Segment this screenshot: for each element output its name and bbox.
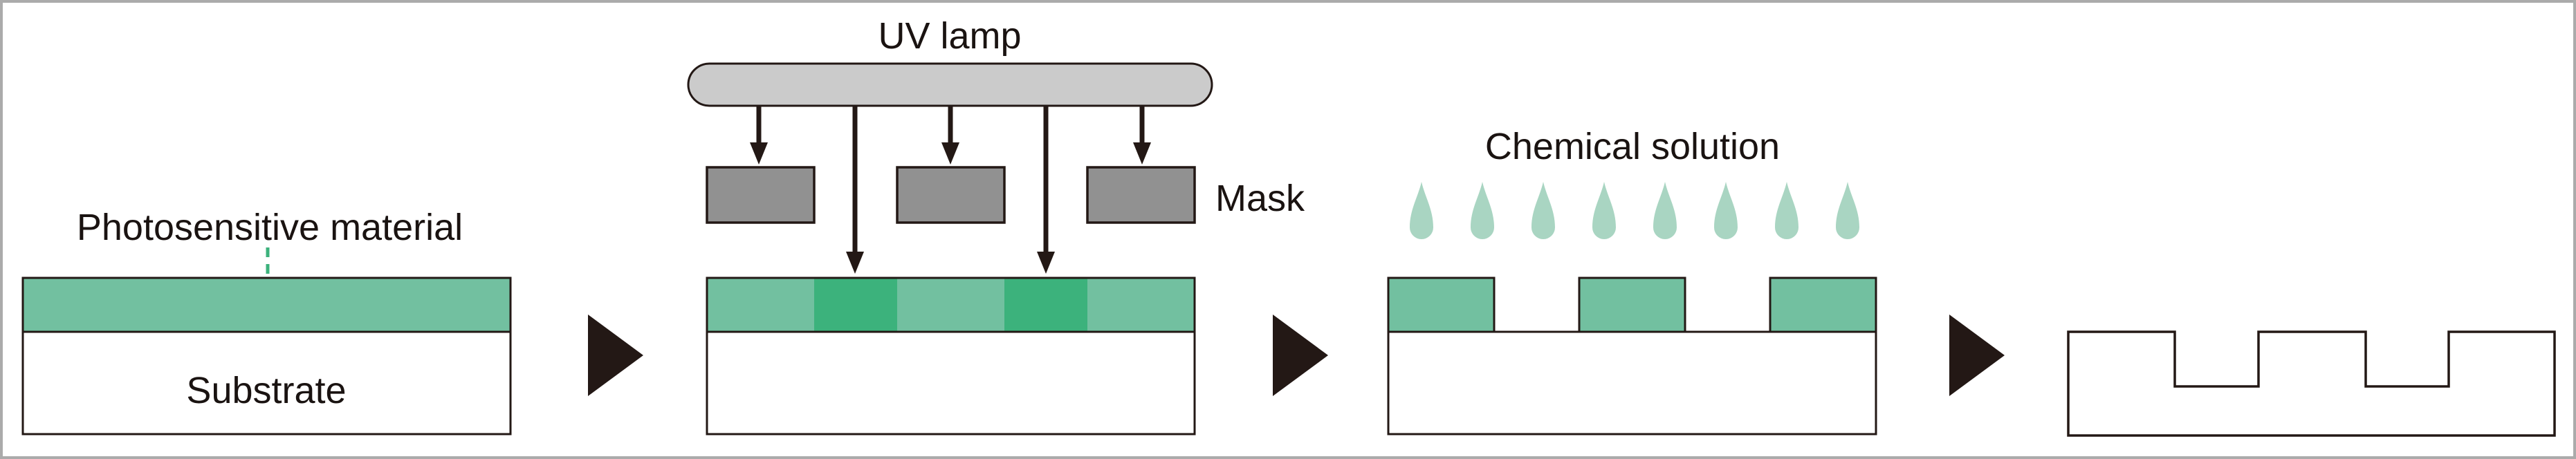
- mask-2: [896, 166, 1006, 224]
- uv-ray-short-1: [750, 106, 768, 165]
- photoresist-layer-2: [706, 277, 1196, 333]
- uv-lamp: [687, 62, 1213, 107]
- uv-ray-short-3: [1133, 106, 1151, 165]
- substrate-1: [21, 330, 512, 435]
- exposed-region-2: [1004, 279, 1087, 331]
- etched-substrate: [2067, 330, 2556, 437]
- resist-island-2: [1578, 277, 1686, 333]
- uv-ray-short-2: [941, 106, 959, 165]
- mask-3: [1086, 166, 1196, 224]
- step-arrow-2-icon: [1273, 315, 1328, 396]
- stage-coating: Photosensitive material Substrate: [21, 207, 512, 435]
- uv-rays: [750, 106, 1151, 274]
- stage-uv-exposure: UV lamp: [687, 15, 1305, 435]
- chemical-solution-label: Chemical solution: [1485, 126, 1780, 167]
- step-arrow-3-icon: [1949, 315, 2005, 396]
- uv-ray-long-1: [846, 106, 864, 274]
- exposed-region-1: [814, 279, 897, 331]
- uv-ray-long-2: [1037, 106, 1055, 274]
- resist-island-1: [1387, 277, 1496, 333]
- photosensitive-label: Photosensitive material: [77, 207, 463, 248]
- substrate-3: [1387, 330, 1877, 435]
- mask-label: Mask: [1215, 178, 1305, 219]
- substrate-label: Substrate: [186, 370, 346, 411]
- mask-1: [706, 166, 816, 224]
- step-arrow-1-icon: [588, 315, 643, 396]
- uv-lamp-label: UV lamp: [878, 15, 1021, 57]
- stage-development: Chemical solution: [1387, 126, 1877, 435]
- stage-etched-result: [2067, 330, 2556, 437]
- resist-island-3: [1769, 277, 1877, 333]
- photoresist-layer-1: [21, 277, 512, 333]
- substrate-2: [706, 330, 1196, 435]
